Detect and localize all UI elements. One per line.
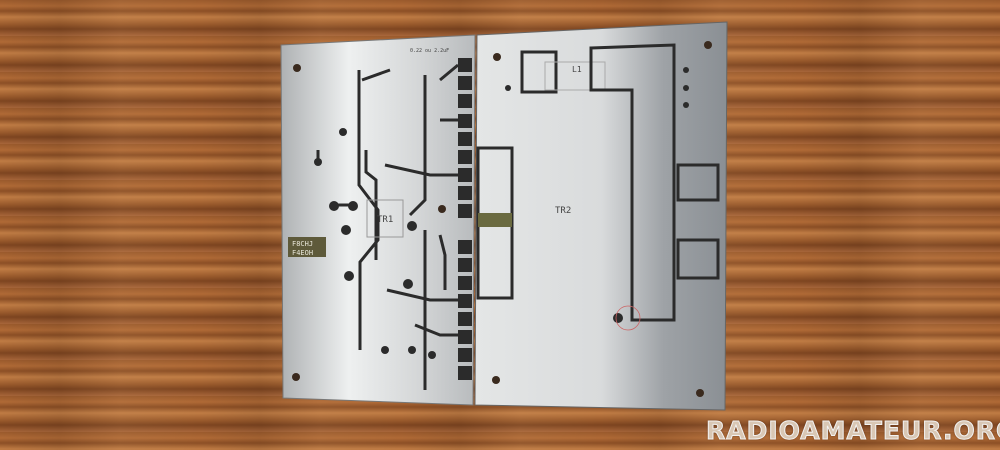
l1-label: L1 xyxy=(572,65,582,74)
tr1-label: TR1 xyxy=(377,215,393,225)
watermark: RADIOAMATEUR.ORG xyxy=(706,416,1000,446)
callsign-1: F8CHJ xyxy=(292,240,313,248)
right-board: L1 TR2 xyxy=(474,21,728,411)
left-board: TR1 0.22 ou 2.2uF F8CHJ F4EOH xyxy=(280,34,476,406)
callsign-2: F4EOH xyxy=(292,249,313,257)
tr2-label: TR2 xyxy=(555,206,571,216)
capacitor-note: 0.22 ou 2.2uF xyxy=(410,48,449,54)
